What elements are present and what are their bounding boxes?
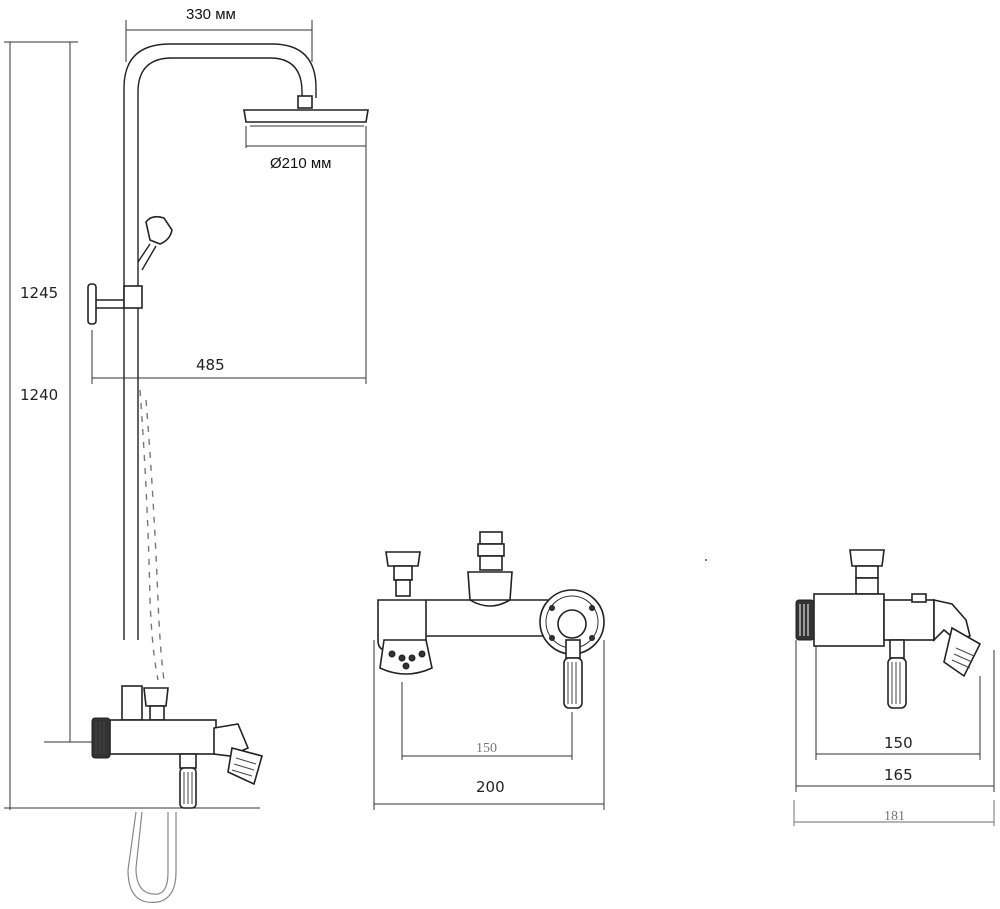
front-center-label: 150	[476, 741, 497, 756]
reach-label: 485	[196, 356, 225, 374]
reach-dimension	[91, 330, 366, 384]
front-width-dimension	[373, 640, 605, 810]
height-upper-label: 1245	[20, 284, 58, 302]
top-span-dimension	[125, 20, 313, 62]
side-width-dimension	[795, 640, 995, 792]
side-center-dimension	[815, 646, 981, 760]
side-width-label: 165	[884, 766, 913, 784]
head-diameter-dimension	[245, 126, 367, 384]
shower-column-view: 1245 1240 330 мм Ø210 мм	[4, 6, 369, 903]
front-center-dimension	[401, 682, 573, 760]
side-total-dimension	[793, 800, 995, 826]
hand-shower	[87, 215, 173, 325]
supply-pipe	[127, 811, 177, 903]
top-span-label: 330 мм	[186, 6, 236, 23]
height-dimension-inner	[44, 42, 100, 743]
front-escutcheon	[539, 589, 605, 655]
mixer-front-view: 150 200	[373, 531, 605, 810]
side-total-label: 181	[884, 809, 905, 824]
bath-mixer-side	[91, 685, 263, 809]
height-lower-label: 1240	[20, 386, 58, 404]
mixer-side-view: 150 165 181	[793, 549, 995, 826]
overhead-shower-head	[243, 95, 369, 127]
shower-hose	[139, 389, 165, 681]
side-center-label: 150	[884, 734, 913, 752]
front-outlet	[379, 639, 433, 675]
riser-pipe	[123, 43, 317, 640]
front-width-label: 200	[476, 778, 505, 796]
head-diameter-label: Ø210 мм	[270, 155, 332, 172]
stray-dot	[705, 559, 707, 561]
height-dimension-outer	[4, 41, 260, 810]
